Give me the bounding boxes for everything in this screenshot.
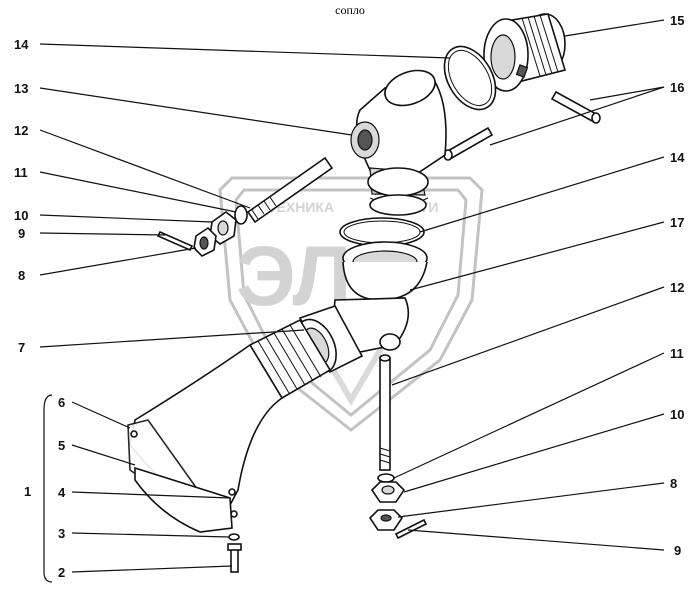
callout-14: 14 — [14, 37, 29, 52]
callout-9-right: 9 — [674, 543, 681, 558]
callouts-right: 15 16 14 17 12 11 10 8 9 — [670, 13, 685, 558]
callout-4: 4 — [58, 485, 66, 500]
part-10-lower-nut — [370, 481, 406, 503]
callout-7: 7 — [18, 340, 25, 355]
callout-10: 10 — [14, 208, 28, 223]
callout-15: 15 — [670, 13, 684, 28]
callout-8-right: 8 — [670, 476, 677, 491]
callout-1: 1 — [24, 484, 31, 499]
watermark-text-1: ТЕХНИКА — [268, 199, 334, 215]
callout-2: 2 — [58, 565, 65, 580]
part-12-upper-stud — [246, 156, 334, 224]
part-11-washer — [234, 205, 248, 225]
callout-3: 3 — [58, 526, 65, 541]
part-12-lower-stud — [379, 354, 391, 471]
callouts-left: 14 13 12 11 10 9 8 7 6 5 1 4 3 2 — [14, 37, 66, 580]
part-16-pins — [443, 90, 601, 161]
callout-6: 6 — [58, 395, 65, 410]
callout-12-right: 12 — [670, 280, 684, 295]
part-3-washer — [228, 533, 240, 541]
callout-17: 17 — [670, 215, 684, 230]
callout-8: 8 — [18, 268, 25, 283]
callout-16: 16 — [670, 80, 684, 95]
diagram-title: сопло — [335, 3, 365, 17]
callout-9: 9 — [18, 226, 25, 241]
nozzle-body — [127, 318, 332, 533]
part-9-lower-cotter-pin — [394, 518, 428, 540]
callout-11-right: 11 — [670, 346, 684, 361]
callout-14-right: 14 — [670, 150, 685, 165]
part-8-lower-castle-nut — [368, 509, 404, 531]
part-8-castle-nut — [193, 226, 217, 257]
callout-11: 11 — [14, 165, 28, 180]
callout-10-right: 10 — [670, 407, 684, 422]
part-13-elbow — [350, 69, 447, 216]
part-11-lower-washer — [377, 473, 395, 483]
part-15-threaded-flange — [483, 13, 567, 92]
part-14-upper-seal-ring — [443, 45, 497, 111]
callout-5: 5 — [58, 438, 65, 453]
leader-lines — [39, 19, 665, 583]
part-2-bolt — [227, 543, 242, 573]
callout-13: 13 — [14, 81, 28, 96]
callout-12: 12 — [14, 123, 28, 138]
